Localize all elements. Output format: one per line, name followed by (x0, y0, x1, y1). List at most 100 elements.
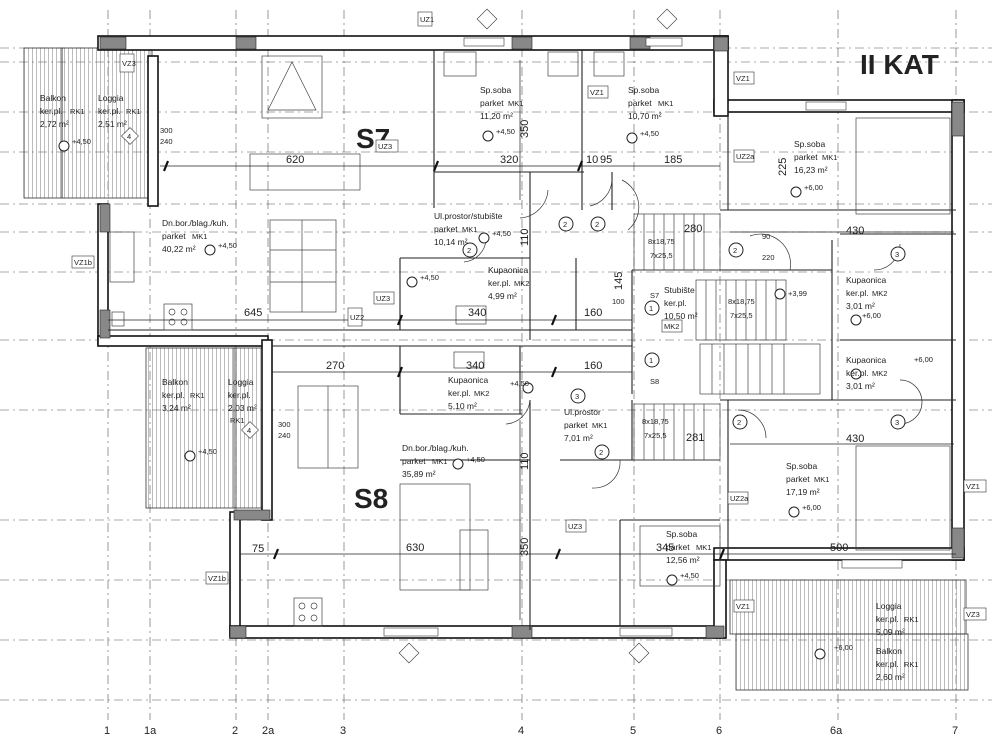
opening-mark: 3 (895, 250, 899, 259)
element-tag: UZ2a (736, 152, 755, 161)
unit-label-s8: S8 (354, 483, 388, 514)
opening-marks: 1 1 2 2 2 2 2 2 3 3 3 4 4 (127, 132, 906, 460)
dimension-value: 145 (613, 272, 625, 290)
room-name: Balkon (40, 93, 66, 103)
grid-axis-label: 3 (340, 725, 346, 736)
room-finish: parket (794, 152, 818, 162)
grid-axis-label: 1a (144, 725, 157, 736)
element-tag: VZ1 (966, 482, 980, 491)
dimension-value: 430 (846, 433, 864, 445)
room-area: 7,01 m² (564, 433, 593, 443)
stair-tread-label: 7x25,5 (650, 251, 673, 260)
stair-steps-label: 8x18,75 (648, 237, 675, 246)
stair-steps-label: 8x18,75 (642, 417, 669, 426)
element-tags: UZ1 UZ2 UZ3 UZ3 UZ3 UZ2a UZ2a VZ1 VZ1 VZ… (71, 11, 987, 621)
dimension-value: 281 (686, 432, 704, 444)
dimension-value: 90 (762, 232, 770, 241)
balconies (23, 47, 969, 691)
element-tag: UZ2 (350, 313, 364, 322)
room-finish: ker.pl. (162, 390, 185, 400)
room-labels: Balkon ker.pl. RK1 2,72 m² Loggia ker.pl… (40, 85, 919, 682)
room-tag: RK1 (904, 615, 919, 624)
stair-steps-label: 8x18,75 (728, 297, 755, 306)
opening-mark: 2 (737, 418, 741, 427)
room-tag: RK1 (70, 107, 85, 116)
level-value: +4,50 (496, 127, 515, 136)
room-area: 10,70 m² (628, 111, 662, 121)
dimension-value: 225 (777, 158, 789, 176)
room-finish: ker.pl. (846, 368, 869, 378)
dimension-value: 240 (160, 137, 173, 146)
room-name: Sp.soba (794, 139, 825, 149)
dimension-value: 160 (584, 360, 602, 372)
room-tag: MK1 (192, 232, 207, 241)
element-tag: VZ1 (736, 602, 750, 611)
dimension-value: 185 (664, 154, 682, 166)
room-area: 12,56 m² (666, 555, 700, 565)
room-name: Kupaonica (846, 355, 886, 365)
room-area: 3,01 m² (846, 381, 875, 391)
room-area: 40,22 m² (162, 244, 196, 254)
room-tag: RK1 (230, 416, 245, 425)
room-finish: parket (666, 542, 690, 552)
room-area: 17,19 m² (786, 487, 820, 497)
room-name: Sp.soba (666, 529, 697, 539)
dimension-value: 320 (500, 154, 518, 166)
dimension-value: 300 (160, 126, 173, 135)
element-tag: UZ3 (378, 142, 392, 151)
level-value: +3,99 (788, 289, 807, 298)
room-finish: parket (628, 98, 652, 108)
door-swings (463, 179, 923, 489)
dimension-value: 280 (684, 223, 702, 235)
dimension-value: 220 (762, 253, 775, 262)
section-markers (121, 8, 678, 664)
level-value: +6,00 (862, 311, 881, 320)
level-value: +4,50 (198, 447, 217, 456)
room-finish: parket (434, 224, 458, 234)
level-value: +4,50 (466, 455, 485, 464)
opening-mark: 1 (649, 304, 653, 313)
level-value: +6,00 (804, 183, 823, 192)
opening-mark: 3 (575, 392, 579, 401)
room-tag: MK2 (872, 369, 887, 378)
room-area: 3,24 m² (162, 403, 191, 413)
opening-mark: 4 (127, 132, 131, 141)
room-name: Loggia (876, 601, 902, 611)
opening-mark: 2 (563, 220, 567, 229)
opening-mark: 4 (247, 426, 251, 435)
dimension-value: 500 (830, 542, 848, 554)
room-area: 11,20 m² (480, 111, 513, 121)
grid-axis-label: 4 (518, 725, 524, 736)
room-tag: MK1 (508, 99, 523, 108)
level-value: +4,50 (218, 241, 237, 250)
room-area: 2,72 m² (40, 119, 69, 129)
room-tag: MK1 (696, 543, 711, 552)
dimension-value: 75 (252, 543, 264, 555)
room-tag: MK1 (822, 153, 837, 162)
level-value: +6,00 (914, 355, 933, 364)
room-tag: RK1 (126, 107, 141, 116)
element-tag: S7 (650, 291, 659, 300)
room-name: Sp.soba (786, 461, 817, 471)
room-area: 2,03 m² (228, 403, 257, 413)
room-name: Balkon (876, 646, 902, 656)
dimension-value: 630 (406, 542, 424, 554)
dimension-value: 240 (278, 431, 291, 440)
room-name: Kupaonica (846, 275, 886, 285)
dimension-value: 340 (466, 360, 484, 372)
room-name: Loggia (228, 377, 254, 387)
dimension-value: 620 (286, 154, 304, 166)
grid-axis-label: 6a (830, 725, 843, 736)
room-area: 5,10 m² (448, 401, 477, 411)
room-finish: ker.pl. (448, 388, 471, 398)
level-value: +6,00 (802, 503, 821, 512)
element-tag: MK2 (664, 322, 679, 331)
opening-mark: 2 (733, 246, 737, 255)
room-finish: parket (786, 474, 810, 484)
room-name: Dn.bor./blag./kuh. (162, 218, 229, 228)
stair-labels: 8x18,75 7x25,5 8x18,75 7x25,5 8x18,75 7x… (642, 237, 755, 440)
room-tag: MK1 (432, 457, 447, 466)
interior-walls (108, 50, 956, 630)
level-value: +6,00 (834, 643, 853, 652)
element-tag: UZ3 (376, 294, 390, 303)
